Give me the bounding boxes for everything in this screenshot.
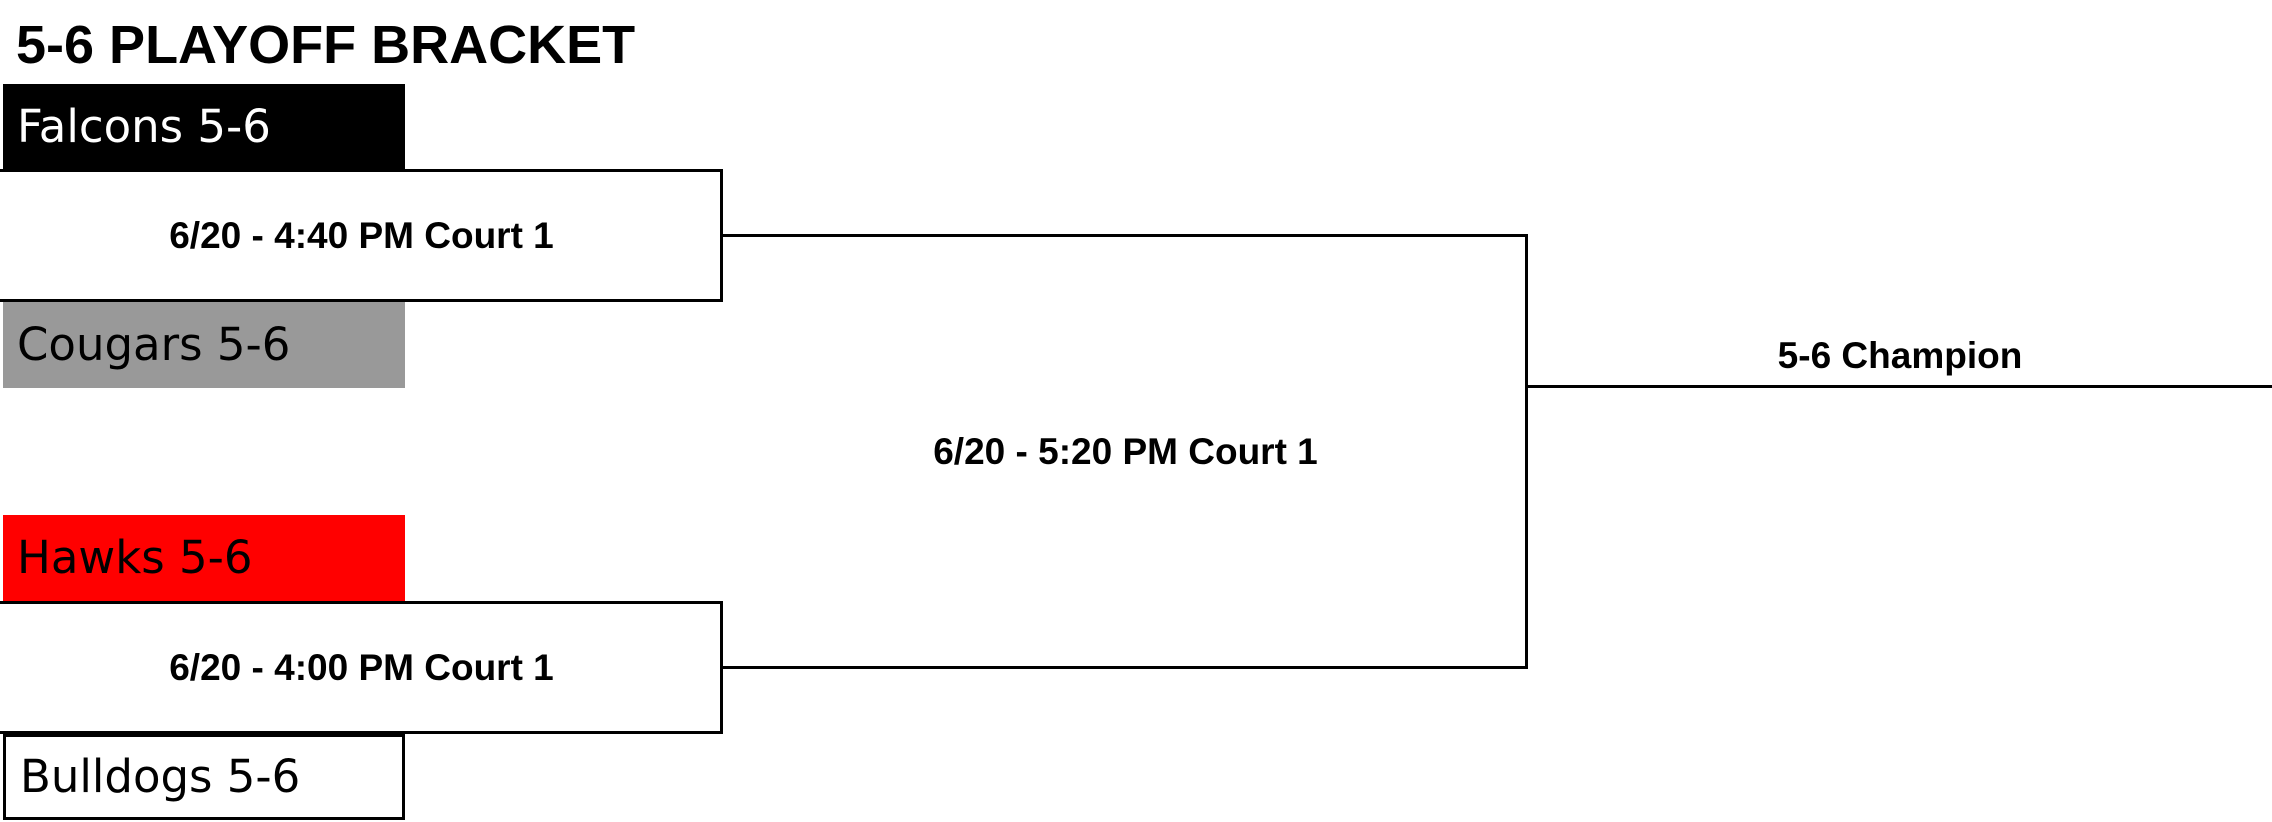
team-cougars: Cougars 5-6 <box>3 302 405 388</box>
team-falcons: Falcons 5-6 <box>3 84 405 170</box>
bracket-connector-vertical <box>1525 234 1528 669</box>
bracket-title: 5-6 PLAYOFF BRACKET <box>16 15 636 75</box>
semifinal-2-box <box>0 601 723 734</box>
bracket-connector-top <box>720 234 1528 237</box>
semifinal-1-box <box>0 169 723 302</box>
champion-label: 5-6 Champion <box>1777 335 2023 376</box>
semifinal-2-label: 6/20 - 4:00 PM Court 1 <box>169 647 554 688</box>
team-hawks: Hawks 5-6 <box>3 515 405 601</box>
final-game-label: 6/20 - 5:20 PM Court 1 <box>933 431 1318 472</box>
semifinal-1-label: 6/20 - 4:40 PM Court 1 <box>169 215 554 256</box>
bracket-connector-bottom <box>720 666 1528 669</box>
champion-line <box>1525 385 2272 388</box>
team-bulldogs: Bulldogs 5-6 <box>3 734 405 820</box>
